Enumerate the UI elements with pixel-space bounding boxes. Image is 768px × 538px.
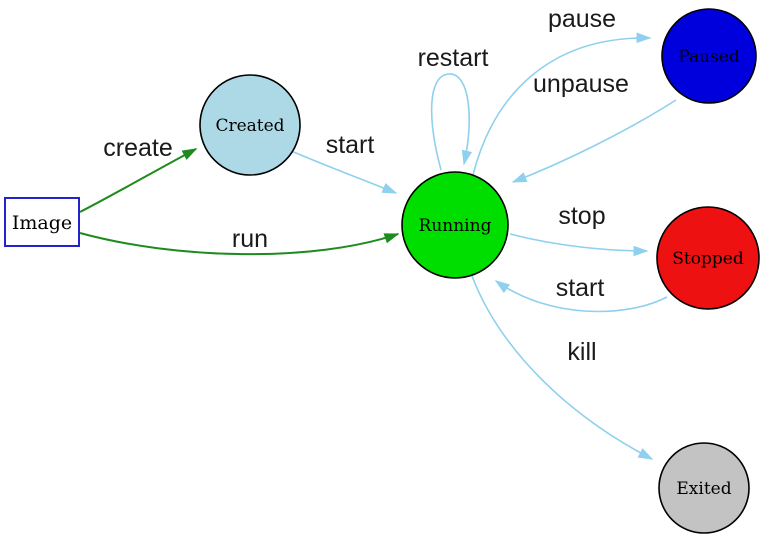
node-created: Created xyxy=(199,74,301,176)
edge-label-unpause: unpause xyxy=(533,70,629,98)
image-node-label: Image xyxy=(12,212,72,234)
edge-label-stop: stop xyxy=(558,202,605,230)
node-paused: Paused xyxy=(661,8,757,104)
edge-start-stopped-running xyxy=(494,280,668,313)
running-node-circle xyxy=(401,171,509,279)
image-node-box xyxy=(4,197,80,247)
edge-labels: create run start restart pause unpause s… xyxy=(103,5,629,366)
edge-stop xyxy=(509,233,649,257)
node-running: Running xyxy=(401,171,509,279)
edges xyxy=(79,32,677,460)
edge-restart-self-loop xyxy=(430,73,473,171)
exited-node-circle xyxy=(658,442,750,534)
stopped-node-label: Stopped xyxy=(672,249,744,269)
paused-node-label: Paused xyxy=(678,47,740,67)
node-exited: Exited xyxy=(658,442,750,534)
edge-label-run: run xyxy=(232,225,268,253)
edge-pause xyxy=(472,32,652,176)
edge-label-start-created: start xyxy=(326,131,375,159)
created-node-circle xyxy=(199,74,301,176)
edge-label-create: create xyxy=(103,134,172,162)
edge-start-created-running xyxy=(288,149,398,194)
running-node-label: Running xyxy=(419,216,492,236)
node-image: Image xyxy=(4,197,80,247)
edge-unpause xyxy=(511,99,677,183)
edge-label-kill: kill xyxy=(567,338,596,366)
edge-create xyxy=(79,148,198,213)
edge-label-pause: pause xyxy=(548,5,616,33)
edge-run xyxy=(79,232,400,256)
edge-kill xyxy=(471,275,654,460)
exited-node-label: Exited xyxy=(676,479,731,499)
paused-node-circle xyxy=(661,8,757,104)
edge-label-start-stopped: start xyxy=(556,274,605,302)
edge-label-restart: restart xyxy=(418,44,489,72)
node-stopped: Stopped xyxy=(656,206,760,310)
stopped-node-circle xyxy=(656,206,760,310)
created-node-label: Created xyxy=(215,116,284,136)
